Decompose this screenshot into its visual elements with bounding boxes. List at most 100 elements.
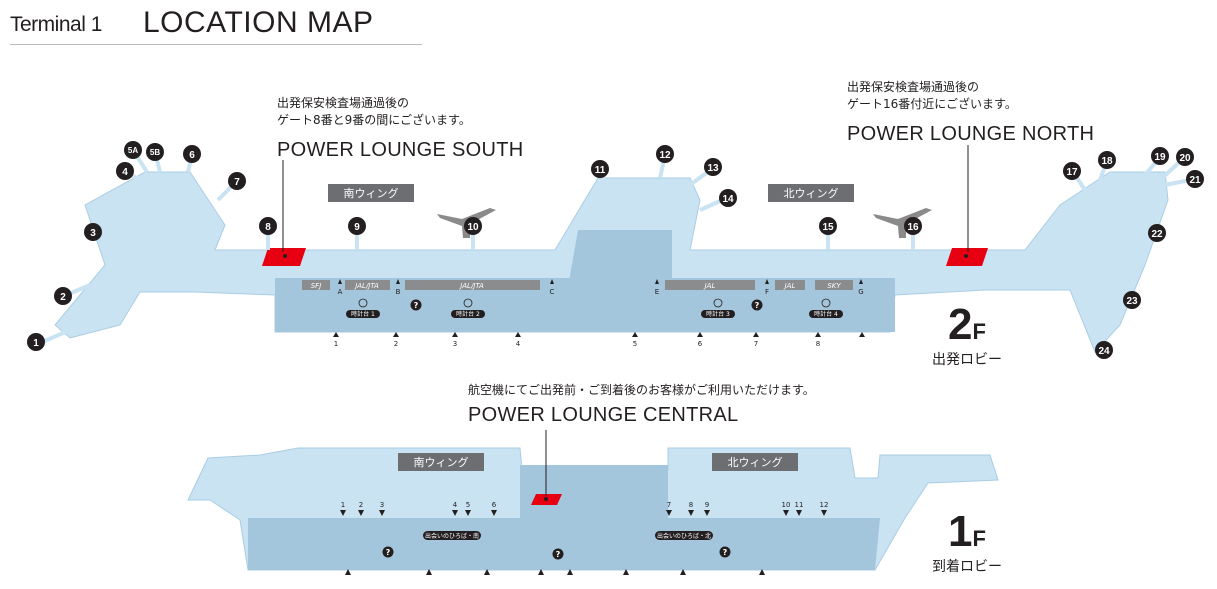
gate-19: 19 bbox=[1154, 152, 1166, 163]
exits-1f: 1 2 3 4 5 6 7 8 9 10 11 12 bbox=[340, 501, 828, 516]
gate-11: 11 bbox=[595, 165, 606, 176]
checkin-jal-jta-1 bbox=[345, 280, 390, 290]
gate-14: 14 bbox=[722, 194, 734, 205]
info-symbol: ? bbox=[414, 301, 419, 310]
security-arrow-icon bbox=[859, 279, 863, 284]
gate-13: 13 bbox=[707, 163, 719, 174]
info-symbol: ? bbox=[755, 301, 760, 310]
security-a: A bbox=[338, 288, 343, 296]
clock-label-pill bbox=[346, 310, 380, 318]
entrance-arrow-icon bbox=[697, 332, 703, 337]
central-block-1f bbox=[520, 465, 668, 518]
gate-badge bbox=[348, 217, 366, 235]
exit-5: 5 bbox=[466, 501, 470, 509]
entrance-arrow-icon bbox=[623, 569, 629, 575]
gate-badge bbox=[27, 333, 45, 351]
exit-arrow-icon bbox=[796, 510, 802, 516]
exit-8: 8 bbox=[689, 501, 693, 509]
meeting-point-pill bbox=[655, 531, 713, 540]
info-icon bbox=[382, 546, 394, 558]
gate-18: 18 bbox=[1101, 156, 1113, 167]
entrance-arrow-icon bbox=[515, 332, 521, 337]
gate-8: 8 bbox=[265, 222, 271, 233]
info-icon bbox=[410, 299, 422, 311]
floor-2f-f: F bbox=[972, 319, 986, 344]
clock-towers: 時計台 1 時計台 2 時計台 3 時計台 4 bbox=[346, 298, 843, 318]
security-b: B bbox=[396, 288, 401, 296]
wing-north-2f: 北ウィング bbox=[784, 186, 839, 200]
gate-5b: 5B bbox=[150, 148, 160, 157]
info-symbol: ? bbox=[386, 548, 391, 557]
checkin-sky bbox=[815, 280, 853, 290]
lounge-dot bbox=[964, 254, 968, 258]
clock-icon bbox=[821, 298, 831, 308]
entrance-2: 2 bbox=[394, 340, 398, 348]
gate-badge bbox=[124, 141, 142, 159]
checkin-jal-2-label: JAL bbox=[783, 282, 796, 290]
lounge-north-note: 出発保安検査場通過後の ゲート16番付近にございます。 bbox=[847, 79, 1017, 113]
entrance-3: 3 bbox=[453, 340, 457, 348]
entrances-1f bbox=[345, 569, 765, 575]
checkin-sfj-label: SFJ bbox=[311, 282, 322, 290]
gate-badge bbox=[84, 223, 102, 241]
gate-10: 10 bbox=[467, 222, 479, 233]
lounge-south-note-line2: ゲート8番と9番の間にございます。 bbox=[277, 113, 471, 127]
floor-1f-f: F bbox=[972, 526, 986, 551]
wing-pill bbox=[398, 453, 484, 471]
wing-pill bbox=[328, 184, 414, 202]
lounge-dot bbox=[283, 254, 287, 258]
exit-arrow-icon bbox=[379, 510, 385, 516]
security-c: C bbox=[550, 288, 555, 296]
lounge-south-note-line1: 出発保安検査場通過後の bbox=[277, 96, 410, 110]
wing-south-1f: 南ウィング bbox=[414, 455, 469, 469]
floor-1f-label: 1F 到着ロビー bbox=[925, 510, 1009, 576]
exit-4: 4 bbox=[453, 501, 458, 509]
security-markers: A B C E F G bbox=[338, 279, 864, 296]
gate-4: 4 bbox=[122, 167, 128, 178]
exit-arrow-icon bbox=[688, 510, 694, 516]
gate-badge bbox=[1148, 224, 1166, 242]
gate-badge bbox=[146, 143, 164, 161]
clock-label-pill bbox=[701, 310, 735, 318]
gate-badge bbox=[656, 145, 674, 163]
entrance-7: 7 bbox=[754, 340, 758, 348]
info-icon bbox=[751, 299, 763, 311]
security-f: F bbox=[765, 288, 769, 296]
wing-north-1f: 北ウィング bbox=[728, 455, 783, 469]
entrance-5: 5 bbox=[633, 340, 637, 348]
exit-arrow-icon bbox=[491, 510, 497, 516]
floor-1f-number: 1 bbox=[948, 507, 973, 556]
gate-15: 15 bbox=[822, 222, 834, 233]
exit-9: 9 bbox=[705, 501, 709, 509]
gate-badge bbox=[819, 217, 837, 235]
gate-badge bbox=[1186, 170, 1204, 188]
wing-pill bbox=[768, 184, 854, 202]
exit-3: 3 bbox=[380, 501, 384, 509]
entrance-arrow-icon bbox=[815, 332, 821, 337]
clock-label-pill bbox=[451, 310, 485, 318]
floor-2f-label: 2F 出発ロビー bbox=[925, 303, 1009, 369]
entrance-arrow-icon bbox=[484, 569, 490, 575]
gate-16: 16 bbox=[907, 222, 919, 233]
lounge-south-name: POWER LOUNGE SOUTH bbox=[277, 139, 524, 161]
page-title: LOCATION MAP bbox=[143, 6, 374, 39]
lounge-south-note: 出発保安検査場通過後の ゲート8番と9番の間にございます。 bbox=[277, 95, 471, 129]
meeting-points: 出会いのひろば・南 出会いのひろば・北 bbox=[423, 531, 713, 540]
entrance-arrow-icon bbox=[753, 332, 759, 337]
entrance-arrow-icon bbox=[345, 569, 351, 575]
gate-badge bbox=[1098, 151, 1116, 169]
entrance-arrow-icon bbox=[426, 569, 432, 575]
entrance-arrow-icon bbox=[759, 569, 765, 575]
gate-badge bbox=[1123, 291, 1141, 309]
info-symbol: ? bbox=[556, 550, 561, 559]
checkin-sky-label: SKY bbox=[827, 282, 841, 290]
gate-badge bbox=[183, 145, 201, 163]
gate-badge bbox=[1095, 341, 1113, 359]
gate-badge bbox=[116, 162, 134, 180]
lounge-north-note-line1: 出発保安検査場通過後の bbox=[847, 80, 980, 94]
entrance-arrow-icon bbox=[333, 332, 339, 337]
exit-2: 2 bbox=[359, 501, 363, 509]
entrance-arrow-icon bbox=[632, 332, 638, 337]
wing-labels: 南ウィング 北ウィング 南ウィング 北ウィング bbox=[328, 184, 854, 471]
info-icon bbox=[552, 548, 564, 560]
